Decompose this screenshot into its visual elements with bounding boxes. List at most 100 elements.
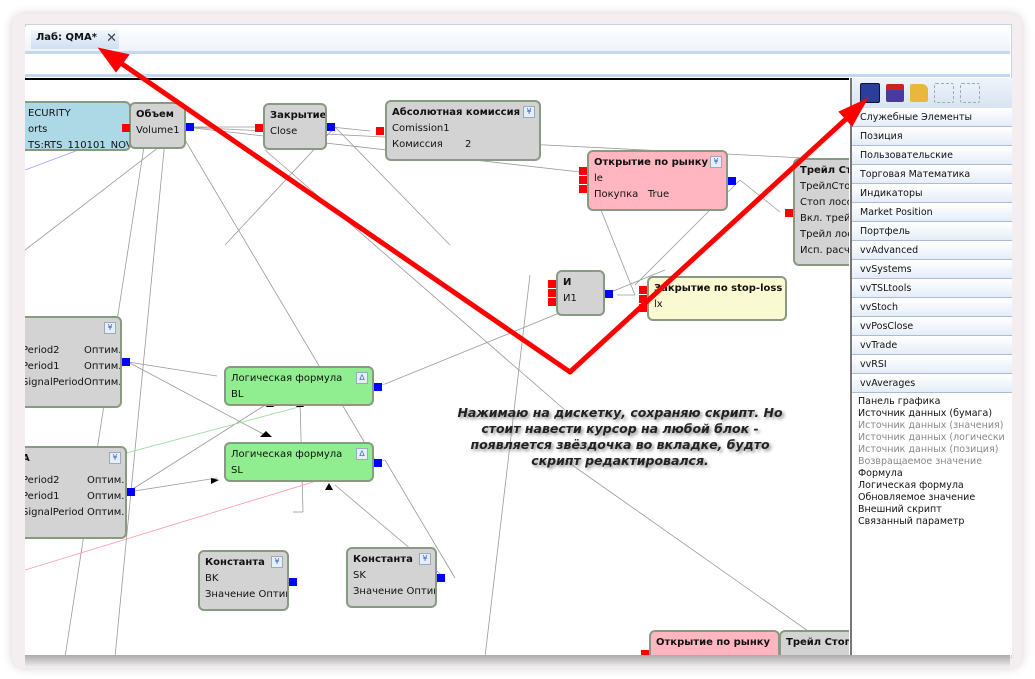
expand-icon[interactable]: ¥ [271, 556, 283, 568]
category-14[interactable]: vvAverages [852, 375, 1012, 393]
param-label: Комиссия [392, 139, 443, 150]
input-port[interactable] [639, 295, 647, 303]
open-market-node[interactable]: Открытие по рынку¥ le Покупка True [587, 150, 728, 211]
element-item[interactable]: Источник данных (позиция) [858, 444, 999, 455]
input-port[interactable] [639, 286, 647, 294]
output-port[interactable] [605, 290, 613, 298]
ungroup-icon[interactable] [960, 83, 980, 103]
output-port[interactable] [437, 574, 445, 582]
tab-lab-qma[interactable]: Лаб: QMA*✕ [31, 30, 119, 49]
category-0[interactable]: Служебные Элементы [852, 109, 1012, 127]
element-item[interactable]: Логическая формула [858, 480, 964, 491]
trail-stop-node[interactable]: Трейл Ст ТрейлСто Стоп лосс Вкл. трейл Т… [793, 158, 849, 266]
category-9[interactable]: vvTSLtools [852, 280, 1012, 298]
expand-icon[interactable]: ¥ [710, 156, 722, 168]
element-item[interactable]: Формула [858, 468, 903, 479]
param-label: SignalPeriod [25, 377, 84, 388]
save-icon[interactable] [860, 83, 880, 103]
input-port[interactable] [122, 124, 130, 132]
output-port[interactable] [122, 358, 130, 366]
category-8[interactable]: vvSystems [852, 261, 1012, 279]
category-10[interactable]: vvStoch [852, 299, 1012, 317]
input-port[interactable] [376, 127, 384, 135]
output-port[interactable] [186, 123, 194, 131]
node-title: Логическая формула [231, 449, 343, 460]
element-item[interactable]: Источник данных (логически [858, 432, 1005, 443]
category-11[interactable]: vvPosClose [852, 318, 1012, 336]
category-1[interactable]: Позиция [852, 128, 1012, 146]
element-item[interactable]: Панель графика [858, 396, 941, 407]
node-title: Закрытие по stop-loss [654, 283, 783, 294]
element-item[interactable]: Источник данных (значения) [858, 420, 1004, 431]
save-as-icon[interactable] [886, 84, 904, 102]
open-market-node-2[interactable]: Открытие по рынку [649, 630, 780, 657]
input-port[interactable] [548, 289, 556, 297]
category-5[interactable]: Market Position [852, 204, 1012, 222]
collapse-icon[interactable]: ᐃ [356, 372, 368, 384]
group-icon[interactable] [934, 83, 954, 103]
expand-icon[interactable]: ¥ [109, 452, 121, 464]
open-folder-icon[interactable] [910, 84, 928, 102]
element-item[interactable]: Внешний скрипт [858, 504, 942, 515]
and-node[interactable]: И И1 [556, 270, 605, 316]
input-port[interactable] [548, 280, 556, 288]
output-port[interactable] [728, 177, 736, 185]
element-item[interactable]: Обновляемое значение [858, 492, 976, 503]
security-field: orts [28, 124, 48, 135]
input-port[interactable] [579, 185, 587, 193]
node-field: И1 [563, 293, 577, 304]
element-item[interactable]: Связанный параметр [858, 516, 965, 527]
input-port[interactable] [641, 650, 649, 657]
element-item[interactable]: Возвращаемое значение [858, 456, 983, 467]
output-port[interactable] [289, 578, 297, 586]
category-4[interactable]: Индикаторы [852, 185, 1012, 203]
expand-icon[interactable]: ¥ [523, 106, 535, 118]
category-12[interactable]: vvTrade [852, 337, 1012, 355]
input-port[interactable] [579, 167, 587, 175]
output-port[interactable] [374, 383, 382, 391]
output-port[interactable] [374, 459, 382, 467]
node-title: Открытие по рынку [594, 157, 709, 168]
node-title: И [563, 277, 572, 288]
param-label: Period1 [25, 361, 60, 372]
close-tab-icon[interactable]: ✕ [106, 31, 117, 46]
input-port[interactable] [548, 298, 556, 306]
category-3[interactable]: Торговая Математика [852, 166, 1012, 184]
category-7[interactable]: vvAdvanced [852, 242, 1012, 260]
collapse-icon[interactable]: ᐃ [356, 448, 368, 460]
input-port[interactable] [579, 176, 587, 184]
commission-node[interactable]: Абсолютная комиссия¥ Comission1 Комиссия… [385, 100, 541, 161]
node-title: Трейл Ст [800, 165, 849, 176]
input-port[interactable] [255, 124, 263, 132]
node-field: le [594, 173, 603, 184]
output-port[interactable] [127, 488, 135, 496]
output-port[interactable] [327, 123, 335, 131]
element-item[interactable]: Источник данных (бумага) [858, 408, 993, 419]
logic-formula-sl-node[interactable]: Логическая формула ᐃ SL [224, 442, 374, 482]
param-label: Period2 [25, 475, 60, 486]
node-title: A [25, 453, 30, 464]
category-6[interactable]: Портфель [852, 223, 1012, 241]
category-13[interactable]: vvRSI [852, 356, 1012, 374]
security-node[interactable]: ECURITY orts TS:RTS_110101_NOV [25, 101, 131, 151]
input-port[interactable] [785, 209, 793, 217]
input-port[interactable] [639, 304, 647, 312]
node-title: Абсолютная комиссия [392, 107, 521, 118]
expand-icon[interactable]: ¥ [104, 322, 116, 334]
node-field: SL [231, 465, 243, 476]
category-2[interactable]: Пользовательские [852, 147, 1012, 165]
expand-icon[interactable]: ¥ [419, 553, 431, 565]
node-title: Закрытие [270, 110, 327, 121]
security-label: ECURITY [28, 108, 71, 119]
trail-stop-node-2[interactable]: Трейл Стоп [779, 630, 849, 657]
